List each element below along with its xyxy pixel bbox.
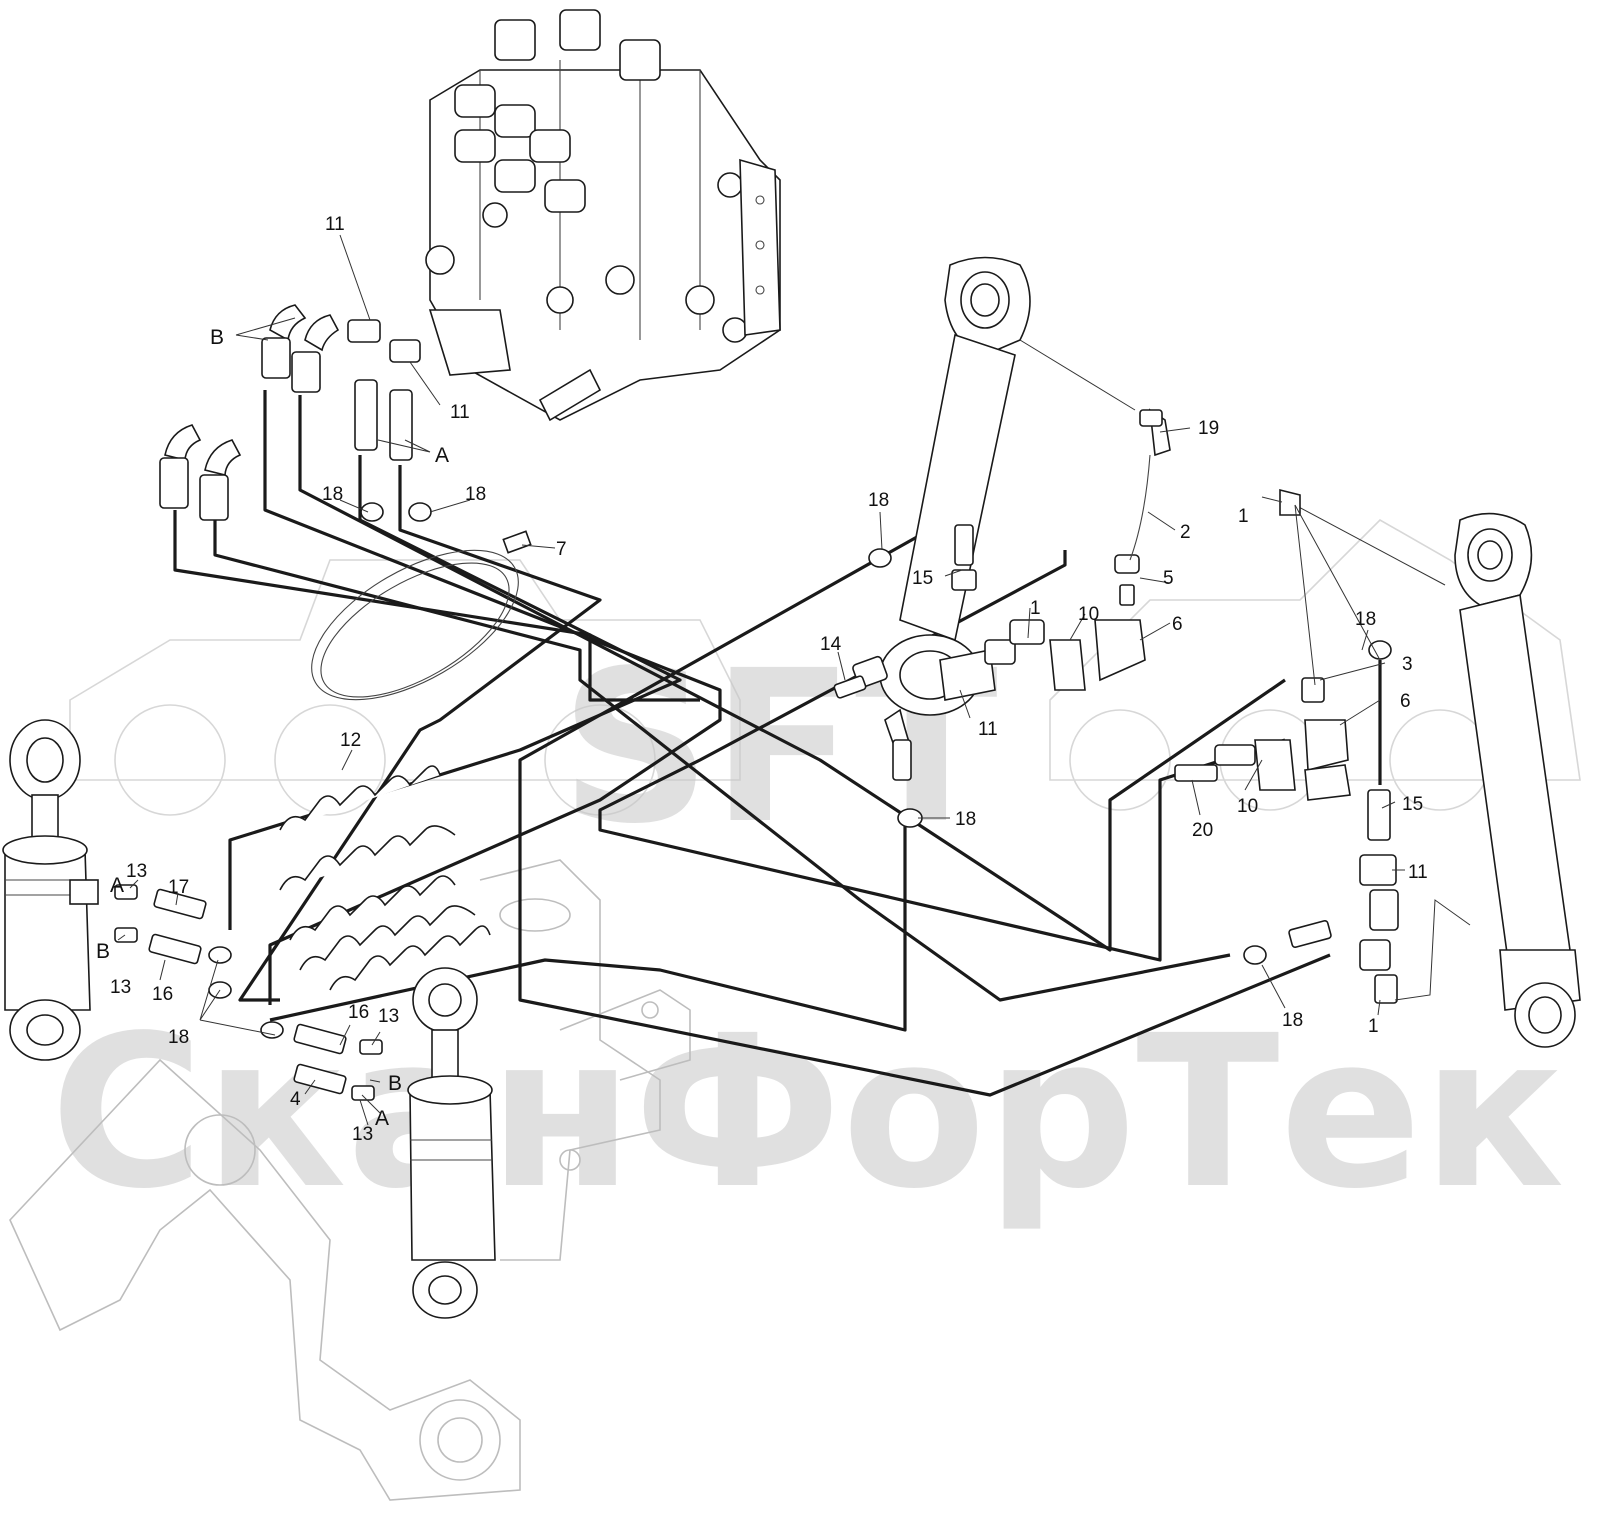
pipe-6 — [238, 465, 602, 1002]
callout-16-a: 16 — [152, 984, 173, 1005]
callout-A-top: A — [435, 444, 449, 467]
callout-A-bottom: A — [375, 1107, 389, 1130]
callout-3: 3 — [1402, 654, 1413, 675]
watermark: SFT СканФорТек — [50, 519, 1581, 1235]
left-cylinder — [2, 719, 232, 1061]
top-left-fittings — [159, 304, 432, 522]
callout-B-top: B — [210, 326, 224, 349]
fittings-right — [833, 408, 1471, 1004]
callout-11-c: 11 — [978, 719, 998, 740]
control-valve-block — [425, 9, 781, 422]
callout-18-e: 18 — [1355, 609, 1376, 630]
callout-1-a: 1 — [1030, 598, 1041, 619]
callout-18-b: 18 — [465, 484, 486, 505]
callout-18-d: 18 — [955, 809, 976, 830]
bottom-center-cylinder — [260, 967, 496, 1319]
callout-18-f: 18 — [1282, 1010, 1303, 1031]
callout-13-a: 13 — [126, 861, 147, 882]
callout-14: 14 — [820, 634, 842, 655]
callout-15-a: 15 — [912, 568, 933, 589]
callout-1-b: 1 — [1238, 506, 1249, 527]
pipe-4 — [298, 395, 1286, 952]
callout-7: 7 — [556, 539, 567, 560]
callout-18-c: 18 — [868, 490, 889, 511]
callout-11-d: 11 — [1408, 862, 1428, 883]
callout-A-left: A — [110, 874, 124, 897]
protective-springs-12 — [279, 765, 491, 991]
callout-6-a: 6 — [1172, 614, 1183, 635]
callout-labels: 11 B 11 A 18 18 7 18 15 19 2 5 1 10 6 14… — [96, 214, 1428, 1145]
callout-20: 20 — [1192, 820, 1213, 841]
pipe-2 — [213, 520, 1231, 1002]
callout-B-left: B — [96, 940, 110, 963]
hose-loop-7 — [311, 530, 532, 701]
callout-13-c: 13 — [378, 1006, 399, 1027]
callout-12: 12 — [340, 730, 361, 751]
callout-4: 4 — [290, 1089, 301, 1110]
callout-13-d: 13 — [352, 1124, 373, 1145]
callout-16-b: 16 — [348, 1002, 369, 1023]
callout-11-a: 11 — [325, 214, 345, 235]
callout-15-b: 15 — [1402, 794, 1423, 815]
callout-5: 5 — [1163, 568, 1174, 589]
loader-arm — [9, 859, 691, 1501]
callout-B-bottom: B — [388, 1072, 402, 1095]
callout-18-a: 18 — [322, 484, 343, 505]
callout-18-g: 18 — [168, 1027, 189, 1048]
callout-11-b: 11 — [450, 402, 470, 423]
callout-19: 19 — [1198, 418, 1219, 439]
callout-6-b: 6 — [1400, 691, 1411, 712]
pipe-3 — [263, 390, 722, 1005]
callout-1-c: 1 — [1368, 1016, 1379, 1037]
callout-10-a: 10 — [1078, 604, 1099, 625]
pipe-9 — [598, 550, 1286, 962]
callout-10-b: 10 — [1237, 796, 1258, 817]
right-cylinder — [1294, 504, 1581, 1048]
callout-13-b: 13 — [110, 977, 131, 998]
callout-2: 2 — [1180, 522, 1191, 543]
callout-17: 17 — [168, 877, 189, 898]
